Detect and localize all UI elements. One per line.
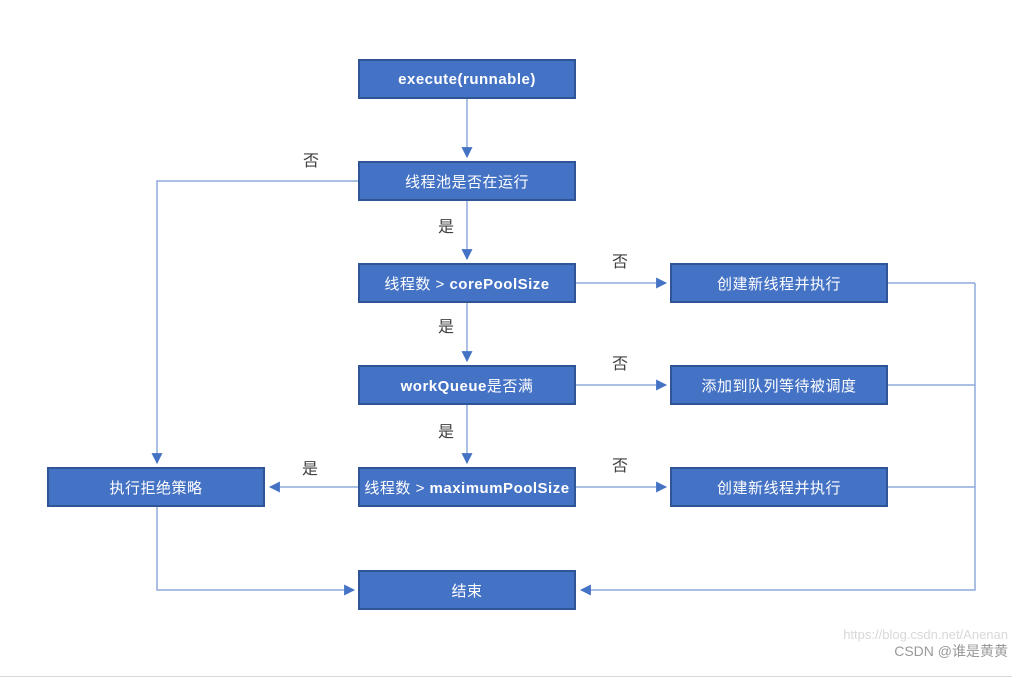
node-create-thread-1: 创建新线程并执行 <box>670 263 888 303</box>
node-max-pool: 线程数 > maximumPoolSize <box>358 467 576 507</box>
node-label: 线程数 > <box>364 479 430 497</box>
node-label: 创建新线程并执行 <box>716 479 841 497</box>
node-label: 执行拒绝策略 <box>109 479 203 497</box>
edge-label-no-core: 否 <box>612 254 629 271</box>
node-create-thread-2: 创建新线程并执行 <box>670 467 888 507</box>
node-end: 结束 <box>358 570 576 610</box>
edge-label-yes-queue: 是 <box>438 424 455 441</box>
edge-label-yes-core: 是 <box>438 319 455 336</box>
bottom-divider <box>0 676 1012 677</box>
node-work-queue: workQueue是否满 <box>358 365 576 405</box>
edge-label-no-running: 否 <box>303 153 320 170</box>
edge-label-no-queue: 否 <box>612 356 629 373</box>
edge-label-yes-running: 是 <box>438 219 455 236</box>
watermark-url: https://blog.csdn.net/Anenan <box>843 627 1008 642</box>
node-reject-policy: 执行拒绝策略 <box>47 467 265 507</box>
node-label: 线程池是否在运行 <box>404 173 529 191</box>
arrow-reject-to-end <box>156 507 356 596</box>
node-pool-running: 线程池是否在运行 <box>358 161 576 201</box>
arrow-running-no-to-reject <box>151 180 358 465</box>
node-label: 线程数 > <box>384 275 450 293</box>
edge-label-no-max: 否 <box>612 458 629 475</box>
node-label: 结束 <box>451 582 483 600</box>
node-label: 添加到队列等待被调度 <box>701 377 857 395</box>
node-add-to-queue: 添加到队列等待被调度 <box>670 365 888 405</box>
watermark-credit: CSDN @谁是黄黄 <box>894 643 1008 660</box>
edge-label-yes-max: 是 <box>302 461 319 478</box>
node-label: 创建新线程并执行 <box>716 275 841 293</box>
watermark: https://blog.csdn.net/Anenan CSDN @谁是黄黄 <box>843 627 1008 661</box>
node-execute: execute(runnable) <box>358 59 576 99</box>
node-core-pool: 线程数 > corePoolSize <box>358 263 576 303</box>
arrow-rail-to-end <box>579 283 976 596</box>
